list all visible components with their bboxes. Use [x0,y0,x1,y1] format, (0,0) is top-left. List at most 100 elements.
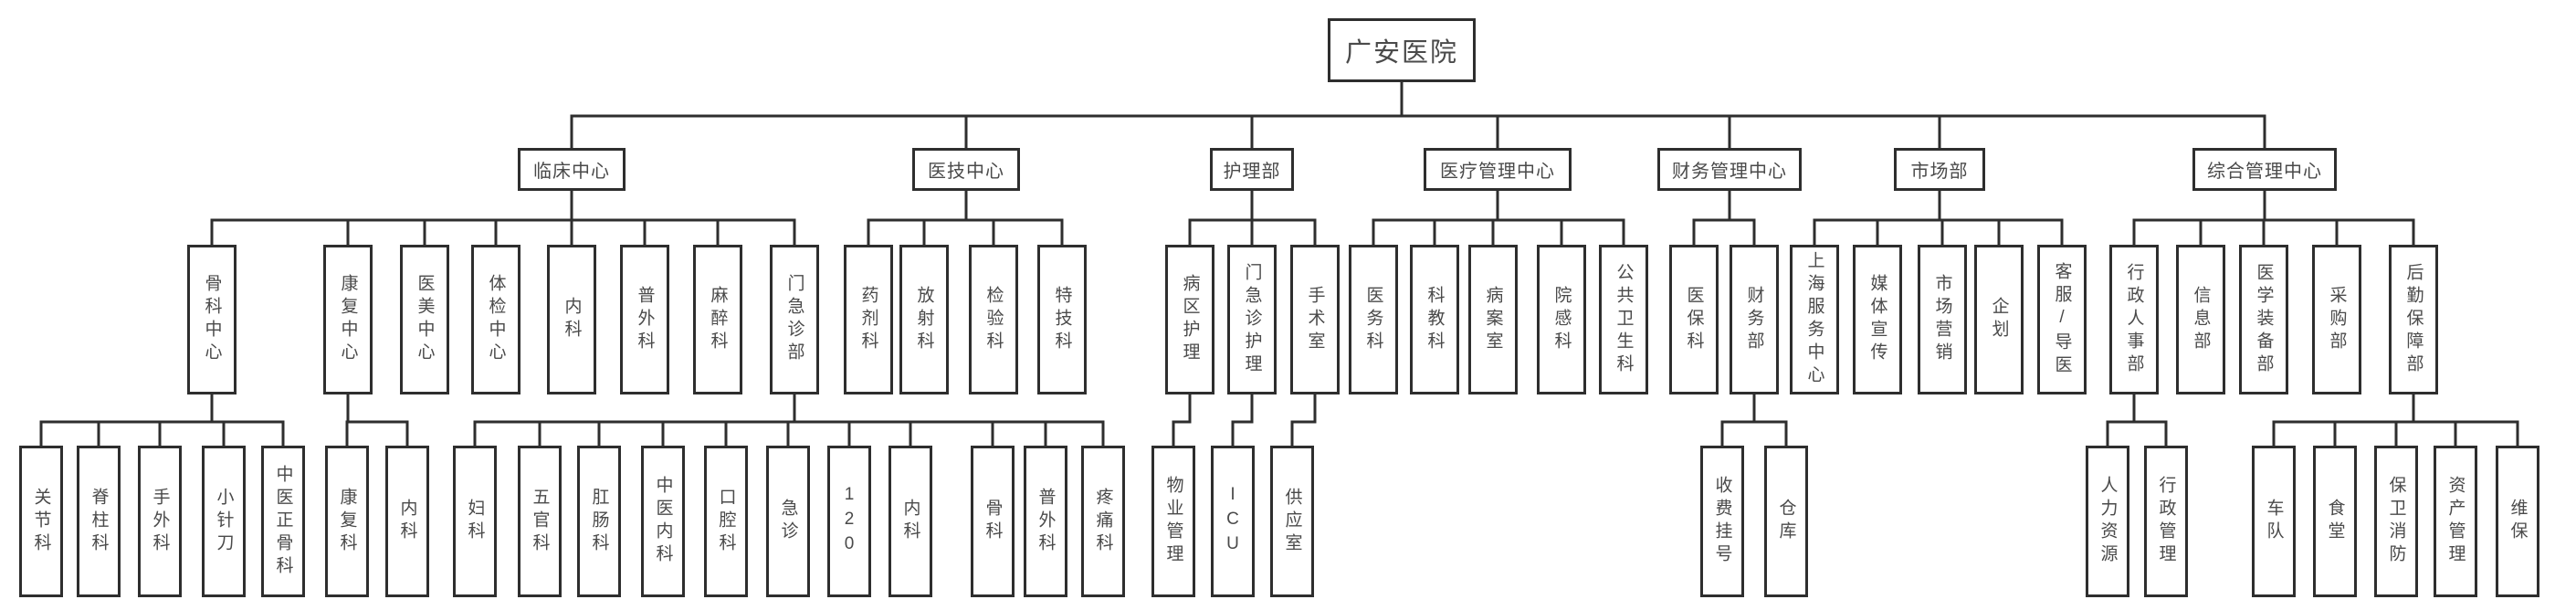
org-node-label: 妇科 [465,499,485,544]
org-node: 人力资源 [2086,446,2129,597]
org-node-label: ICU [1223,484,1243,559]
org-node-label: 普外科 [1036,487,1056,556]
org-node-label: 中医正骨科 [273,464,293,579]
org-node: 行政人事部 [2109,245,2159,394]
org-node: 疼痛科 [1081,446,1125,597]
org-node-label: 脊柱科 [89,487,109,556]
org-node: 资产管理 [2434,446,2477,597]
org-node: 肛肠科 [577,446,621,597]
org-node: 公共卫生科 [1599,245,1648,394]
org-node-label: 普外科 [635,285,655,354]
org-node-label: 关节科 [31,487,51,556]
org-node-label: 病案室 [1483,285,1503,354]
org-node-label: 放射科 [914,285,934,354]
org-node: 客服/导医 [2037,245,2087,394]
org-node: 科教科 [1410,245,1459,394]
org-node: 普外科 [620,245,669,394]
org-node: 护理部 [1210,148,1294,191]
org-node: 车队 [2252,446,2296,597]
org-node-label: 财务管理中心 [1672,162,1787,182]
org-node: 妇科 [453,446,497,597]
org-node: 骨科 [971,446,1015,597]
org-node: 康复中心 [323,245,373,394]
org-node: 供应室 [1270,446,1314,597]
org-node-label: 康复科 [337,487,357,556]
org-node: 医美中心 [400,245,449,394]
org-node-label: 手外科 [150,487,170,556]
org-node: 财务管理中心 [1657,148,1802,191]
org-node-label: 仓库 [1776,499,1796,544]
org-node-label: 资产管理 [2445,476,2466,567]
org-node-label: 车队 [2264,499,2284,544]
org-node-label: 急诊 [778,499,798,544]
org-node-label: 企划 [1989,297,2009,342]
org-node: 病案室 [1468,245,1518,394]
org-node: 医务科 [1349,245,1398,394]
org-node-label: 后勤保障部 [2403,262,2424,377]
org-node: 普外科 [1024,446,1067,597]
org-node: 中医内科 [641,446,685,597]
org-node: 行政管理 [2144,446,2188,597]
org-node-label: 门急诊部 [784,274,804,365]
org-node-label: 体检中心 [486,274,506,365]
org-node-label: 市场营销 [1932,274,1952,365]
org-node-label: 科教科 [1425,285,1445,354]
org-node-label: 综合管理中心 [2207,162,2322,182]
org-node-label: 医保科 [1684,285,1704,354]
org-node-label: 采购部 [2327,285,2347,354]
org-node-label: 手术室 [1305,285,1325,354]
org-node-label: 120 [839,484,859,559]
org-node: 医保科 [1669,245,1719,394]
org-node-label: 骨科 [983,499,1003,544]
org-node: 物业管理 [1151,446,1195,597]
org-node: 120 [827,446,871,597]
org-node: 急诊 [766,446,810,597]
org-node-label: 麻醉科 [708,285,728,354]
org-node-label: 人力资源 [2098,476,2118,567]
org-node: 麻醉科 [693,245,742,394]
org-node: 医疗管理中心 [1424,148,1572,191]
org-node-label: 上海服务中心 [1804,251,1824,388]
org-node: 手外科 [138,446,182,597]
org-node: 内科 [888,446,932,597]
org-node-label: 特技科 [1052,285,1072,354]
org-node: 体检中心 [471,245,520,394]
org-node-label: 保卫消防 [2386,476,2406,567]
org-node: 关节科 [19,446,63,597]
org-node-label: 康复中心 [338,274,358,365]
org-node-label: 肛肠科 [589,487,609,556]
org-node: 后勤保障部 [2389,245,2438,394]
org-node: 药剂科 [844,245,893,394]
org-node: 医学装备部 [2239,245,2288,394]
org-node: 媒体宣传 [1853,245,1902,394]
org-node-label: 客服/导医 [2052,261,2072,378]
org-node-label: 财务部 [1744,285,1764,354]
org-node: 院感科 [1537,245,1586,394]
org-node-label: 公共卫生科 [1614,262,1634,377]
org-node: 康复科 [325,446,369,597]
org-node-label: 广安医院 [1344,38,1458,68]
org-node-label: 医疗管理中心 [1440,162,1555,182]
org-node: 收费挂号 [1700,446,1744,597]
org-node: 放射科 [899,245,949,394]
org-node: 门急诊护理 [1227,245,1277,394]
org-node-label: 中医内科 [653,476,673,567]
org-node-label: 护理部 [1223,162,1281,182]
org-node-label: 院感科 [1551,285,1572,354]
org-node-label: 医务科 [1363,285,1383,354]
org-node-label: 药剂科 [858,285,878,354]
org-node-label: 维保 [2508,499,2528,544]
connector-path [39,80,2519,447]
org-node-label: 食堂 [2325,499,2345,544]
org-node: 内科 [547,245,596,394]
org-node-label: 小针刀 [214,487,234,556]
org-node: ICU [1211,446,1255,597]
org-node: 食堂 [2313,446,2357,597]
org-node-label: 五官科 [530,487,550,556]
org-node-label: 检验科 [983,285,1004,354]
org-node: 仓库 [1764,446,1808,597]
org-node: 企划 [1974,245,2024,394]
org-node-label: 供应室 [1282,487,1302,556]
org-node: 综合管理中心 [2192,148,2337,191]
